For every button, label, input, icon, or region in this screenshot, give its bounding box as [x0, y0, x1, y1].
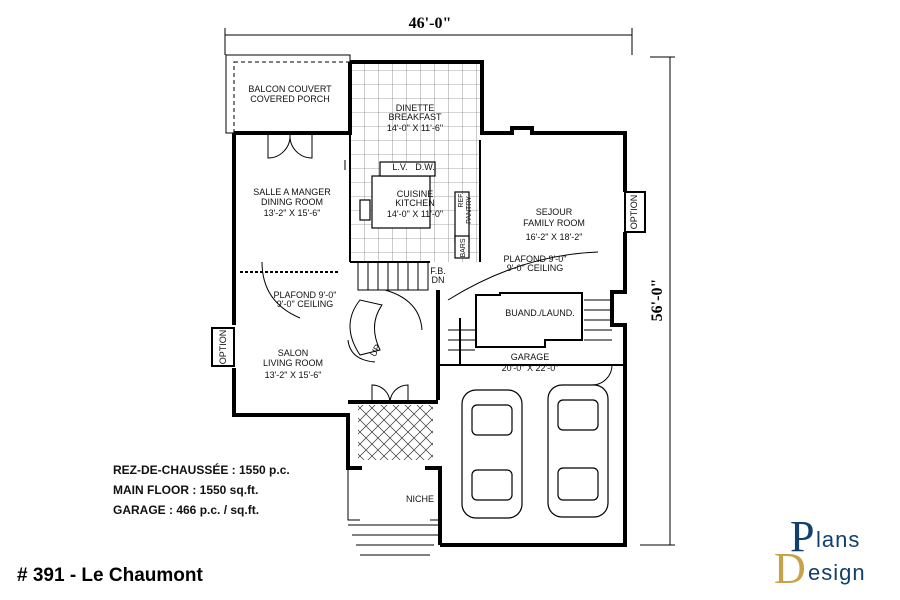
living-size: 13'-2" X 15'-6": [265, 370, 322, 380]
logo-letter-p: P: [790, 512, 815, 561]
porch-outer: [225, 54, 351, 134]
bars-label: BARS: [460, 238, 467, 257]
front-steps: [347, 468, 440, 556]
kitchen-label-fr: CUISINE: [397, 189, 434, 199]
living-label-en: LIVING ROOM: [263, 358, 323, 368]
ceiling-left-en: 9'-0" CEILING: [277, 299, 333, 309]
dw-label: D.W.: [415, 162, 435, 172]
plans-design-logo: P lans D esign: [772, 512, 892, 593]
garage-label: GARAGE: [511, 352, 550, 362]
option-bay-right: [624, 191, 646, 233]
area-main-en: MAIN FLOOR : 1550 sq.ft.: [113, 483, 259, 497]
ceiling-left-fr: PLAFOND 9'-0": [274, 290, 337, 300]
family-size: 16'-2" X 18'-2": [526, 232, 583, 242]
option-left-label: OPTION: [218, 330, 228, 365]
ceiling-right-fr: PLAFOND 9'-0": [504, 254, 567, 264]
depth-dimension-line: [640, 56, 675, 546]
circulation-arrows: [261, 160, 599, 319]
dining-label-en: DINING ROOM: [261, 197, 323, 207]
porch-label-fr: BALCON COUVERT: [248, 84, 332, 94]
pantry-label: PANTRY: [466, 196, 473, 224]
dinette-label-fr: DINETTE: [396, 103, 435, 113]
laundry-label: BUAND./LAUND.: [505, 308, 575, 318]
option-bay-left: [211, 327, 235, 367]
dining-size: 13'-2" X 15'-6": [264, 208, 321, 218]
kitchen-counters: [359, 161, 470, 259]
ceiling-right-en: 9'-0" CEILING: [507, 263, 563, 273]
up-label: UP: [368, 343, 383, 359]
kitchen-label-en: KITCHEN: [395, 198, 435, 208]
area-garage: GARAGE : 466 p.c. / sq.ft.: [113, 503, 260, 517]
dining-label-fr: SALLE A MANGER: [253, 187, 331, 197]
fb-label: F.B.: [430, 266, 446, 276]
width-dimension-line: [224, 28, 633, 55]
area-main-fr: REZ-DE-CHAUSSÉE : 1550 p.c.: [113, 463, 290, 477]
dinette-label-en: BREAKFAST: [388, 112, 442, 122]
porch-label-en: COVERED PORCH: [250, 94, 330, 104]
dn-label: DN: [432, 275, 445, 285]
depth-dimension: 56'-0": [649, 279, 666, 322]
kitchen-size: 14'-0" X 11'-0": [387, 209, 443, 219]
option-right-label: OPTION: [629, 195, 639, 230]
logo-word-esign: esign: [808, 560, 866, 585]
living-label-fr: SALON: [278, 348, 309, 358]
dinette-size: 14'-0" X 11'-6": [387, 123, 443, 133]
garage-size: 20'-0" X 22'-0": [502, 363, 559, 373]
lv-label: L.V.: [392, 162, 407, 172]
width-dimension: 46'-0": [409, 15, 452, 32]
family-label-en: FAMILY ROOM: [523, 218, 585, 228]
family-label-fr: SEJOUR: [536, 207, 573, 217]
garage-cars: [461, 384, 609, 519]
niche-label: NICHE: [406, 494, 434, 504]
logo-letter-d: D: [774, 544, 806, 593]
logo-word-lans: lans: [816, 527, 861, 552]
stairs: [347, 261, 612, 363]
ref-label: REF.: [458, 192, 465, 207]
plan-title: # 391 - Le Chaumont: [17, 565, 203, 586]
entry-tile-floor: [358, 405, 433, 460]
